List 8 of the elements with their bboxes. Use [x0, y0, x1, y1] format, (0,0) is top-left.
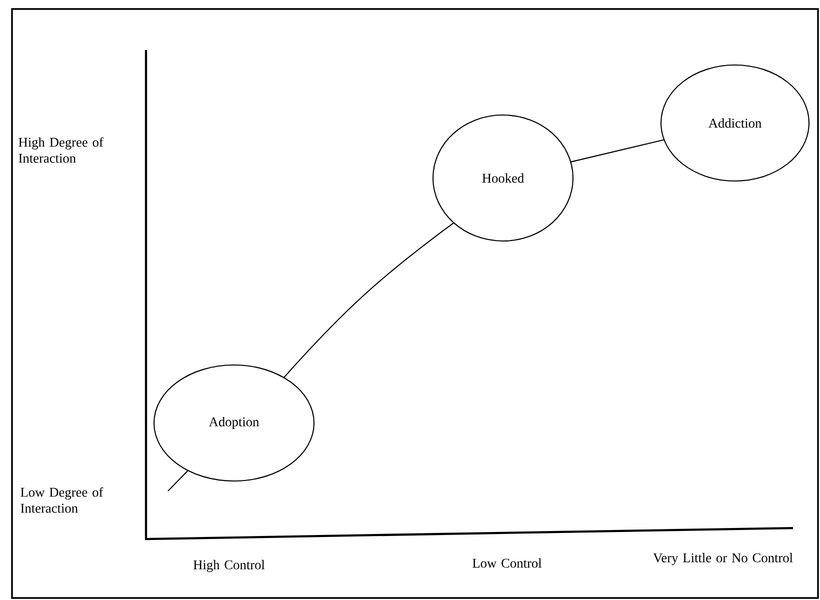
axis-label: Very Little or No Control: [653, 552, 793, 566]
axis-label: High Control: [193, 560, 265, 572]
axis-label: High Degree of Interaction: [18, 137, 104, 163]
axis-label: Low Control: [472, 558, 542, 568]
axis-label: Low Degree of Interaction: [20, 487, 104, 513]
connector-line: [283, 222, 454, 378]
connector-line: [570, 139, 664, 162]
connector-line: [168, 470, 188, 492]
